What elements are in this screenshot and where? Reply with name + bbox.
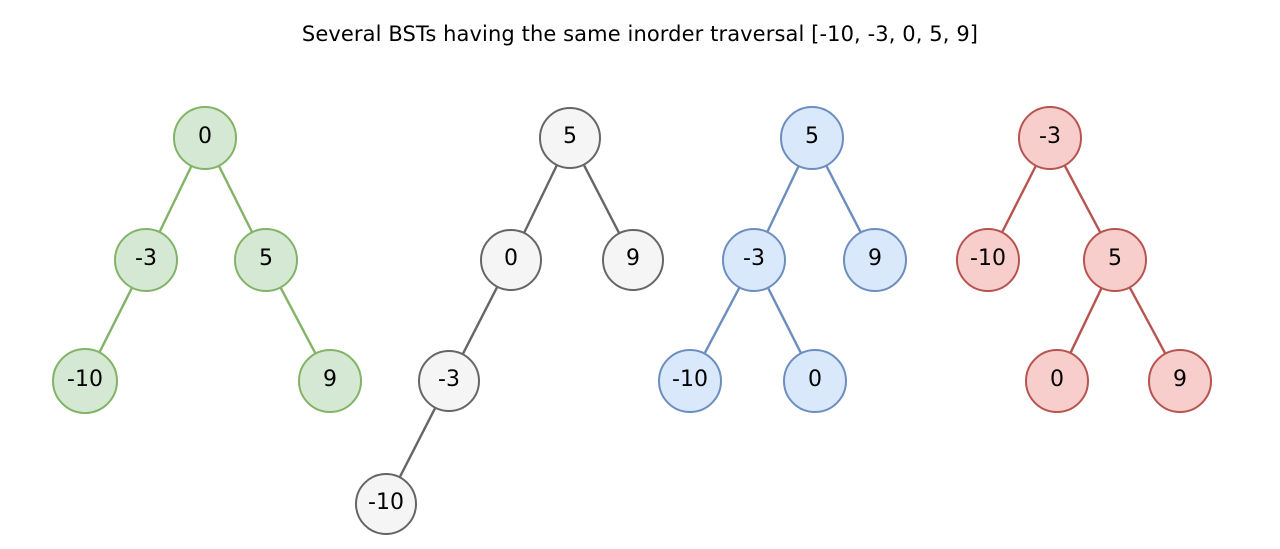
tree-node[interactable]: -10 <box>956 228 1020 292</box>
tree-node[interactable]: 0 <box>783 349 847 413</box>
tree-node[interactable]: 9 <box>602 229 664 291</box>
tree-node-label: 0 <box>504 246 518 271</box>
tree-node[interactable]: 5 <box>539 107 601 169</box>
tree-node[interactable]: 5 <box>1083 228 1147 292</box>
tree-node[interactable]: -10 <box>52 348 118 414</box>
tree-node-label: 9 <box>323 367 337 392</box>
tree-node-label: 0 <box>198 124 212 149</box>
tree-node[interactable]: 5 <box>234 228 298 292</box>
tree-node-label: -10 <box>970 246 1006 271</box>
tree-node-label: 5 <box>805 124 819 149</box>
tree-node[interactable]: -3 <box>1018 106 1082 170</box>
tree-node-label: 0 <box>808 367 822 392</box>
tree-node[interactable]: -3 <box>418 350 480 412</box>
tree-node[interactable]: 0 <box>480 229 542 291</box>
tree-node-label: 5 <box>259 246 273 271</box>
tree-node-label: -10 <box>67 367 103 392</box>
tree-node[interactable]: 0 <box>173 106 237 170</box>
tree-node[interactable]: 9 <box>1148 349 1212 413</box>
page-title: Several BSTs having the same inorder tra… <box>301 22 979 46</box>
tree-node-label: 9 <box>868 246 882 271</box>
tree-node-label: 5 <box>563 124 577 149</box>
tree-node[interactable]: -10 <box>355 473 417 535</box>
tree-node[interactable]: -10 <box>658 349 722 413</box>
tree-node-label: -3 <box>135 246 157 271</box>
tree-node-label: -3 <box>438 367 460 392</box>
tree-node-label: 0 <box>1050 367 1064 392</box>
tree-node-label: -10 <box>368 490 404 515</box>
tree-node-label: -3 <box>743 246 765 271</box>
tree-node[interactable]: 0 <box>1025 349 1089 413</box>
tree-node[interactable]: -3 <box>722 228 786 292</box>
tree-node[interactable]: -3 <box>114 228 178 292</box>
tree-node-label: 9 <box>626 246 640 271</box>
tree-node-label: 9 <box>1173 367 1187 392</box>
tree-node[interactable]: 9 <box>298 349 362 413</box>
tree-node[interactable]: 5 <box>780 106 844 170</box>
tree-node[interactable]: 9 <box>843 228 907 292</box>
tree-node-label: -3 <box>1039 124 1061 149</box>
tree-node-label: -10 <box>672 367 708 392</box>
tree-node-label: 5 <box>1108 246 1122 271</box>
